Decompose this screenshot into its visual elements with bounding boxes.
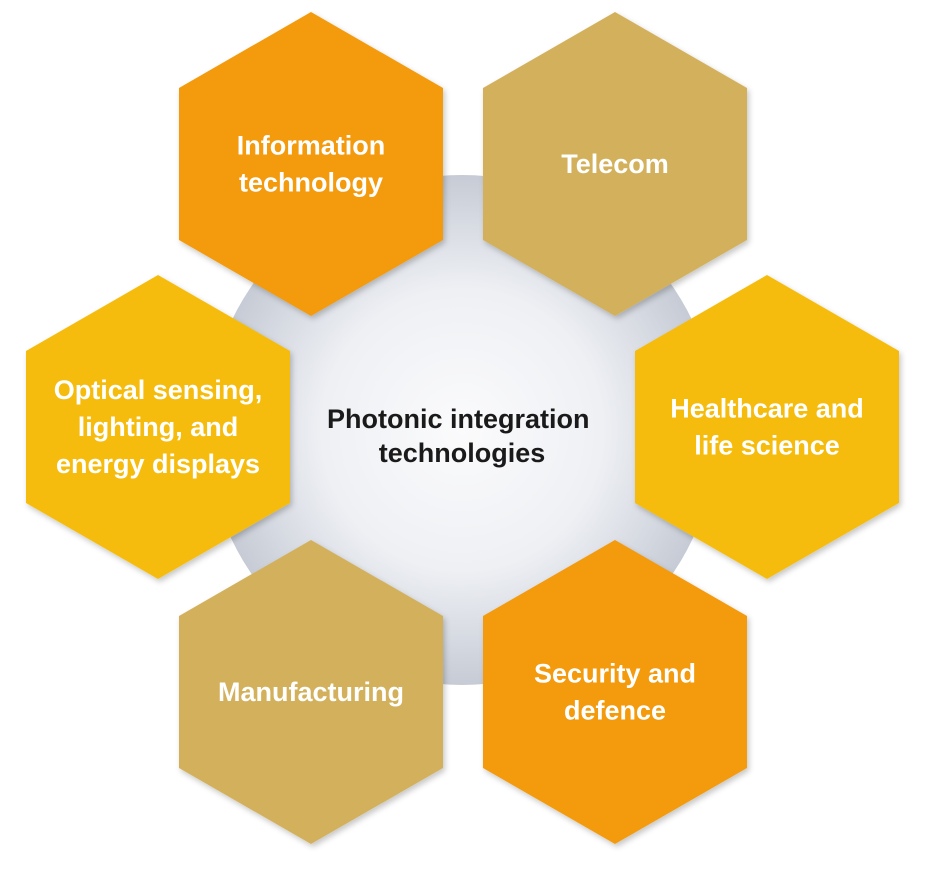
hexagon-label-line: Information bbox=[237, 131, 386, 161]
hexagon-label-line: technology bbox=[239, 168, 383, 198]
center-label-line-2: technologies bbox=[379, 438, 546, 468]
hexagon-label-line: Telecom bbox=[561, 149, 669, 179]
hexagon-shape-healthcare bbox=[635, 275, 899, 579]
center-label-line-1: Photonic integration bbox=[327, 404, 590, 434]
hexagon-shape-optical-sensing bbox=[26, 275, 290, 579]
hexagon-shape-telecom bbox=[483, 12, 747, 316]
hexagon-shape-manufacturing bbox=[179, 540, 443, 844]
hexagon-label-line: energy displays bbox=[56, 449, 260, 479]
hexagon-optical-sensing: Optical sensing, lighting, and energy disp… bbox=[26, 275, 290, 579]
hexagon-label-telecom: Telecom bbox=[561, 149, 669, 179]
hexagon-label-line: Security and bbox=[534, 659, 696, 689]
hexagon-telecom: Telecom bbox=[483, 12, 747, 316]
hexagon-label-line: Optical sensing, bbox=[54, 375, 263, 405]
hexagon-label-line: defence bbox=[564, 696, 666, 726]
hexagon-information-technology: Information technology bbox=[179, 12, 443, 316]
hexagon-manufacturing: Manufacturing bbox=[179, 540, 443, 844]
hexagon-shape-information-technology bbox=[179, 12, 443, 316]
center-label: Photonic integration technologies bbox=[327, 404, 597, 468]
hexagon-shape-security bbox=[483, 540, 747, 844]
hexagon-label-line: lighting, and bbox=[78, 412, 238, 442]
hexagon-label-information-technology: Information technology bbox=[237, 131, 386, 198]
hexagon-label-manufacturing: Manufacturing bbox=[218, 677, 404, 707]
hexagon-label-line: Healthcare and bbox=[670, 394, 864, 424]
hexagon-label-line: Manufacturing bbox=[218, 677, 404, 707]
hexagon-label-line: life science bbox=[694, 431, 840, 461]
hexagon-label-optical-sensing: Optical sensing, lighting, and energy disp… bbox=[54, 375, 263, 479]
hexagon-label-healthcare: Healthcare and life science bbox=[670, 394, 864, 461]
hexagon-healthcare: Healthcare and life science bbox=[635, 275, 899, 579]
hexagon-security: Security and defence bbox=[483, 540, 747, 844]
hexagon-label-security: Security and defence bbox=[534, 659, 696, 726]
